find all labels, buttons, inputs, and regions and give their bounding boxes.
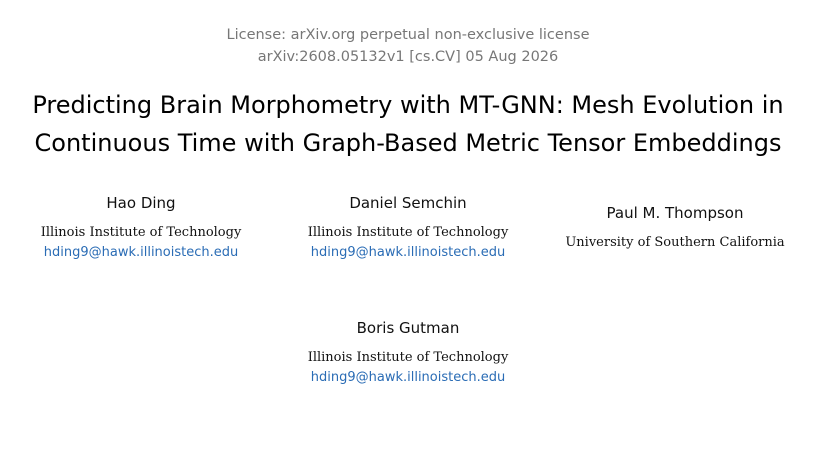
author-name: Hao Ding [106,194,176,212]
author-block: Paul M. Thompson University of Southern … [545,203,805,253]
author-name: Paul M. Thompson [606,204,744,222]
author-block: Hao Ding Illinois Institute of Technolog… [11,193,271,263]
author-email-link[interactable]: hding9@hawk.illinoistech.edu [43,245,239,260]
paper-title-line-2: Continuous Time with Graph-Based Metric … [34,129,782,157]
paper-title-line-1: Predicting Brain Morphometry with MT-GNN… [32,91,784,119]
author-block: Daniel Semchin Illinois Institute of Tec… [278,193,538,263]
paper-title: Predicting Brain Morphometry with MT-GNN… [10,86,806,162]
author-email-link[interactable]: hding9@hawk.illinoistech.edu [310,245,506,260]
author-name: Daniel Semchin [349,194,467,212]
author-affiliation: Illinois Institute of Technology [40,225,242,240]
arxiv-identifier: arXiv:2608.05132v1 [cs.CV] 05 Aug 2026 [257,49,559,65]
author-name: Boris Gutman [356,319,460,337]
license-notice: License: arXiv.org perpetual non-exclusi… [226,27,590,43]
author-affiliation: Illinois Institute of Technology [307,225,509,240]
author-email-link[interactable]: hding9@hawk.illinoistech.edu [310,370,506,385]
author-affiliation: University of Southern California [565,235,785,250]
author-affiliation: Illinois Institute of Technology [307,350,509,365]
author-block: Boris Gutman Illinois Institute of Techn… [278,318,538,388]
